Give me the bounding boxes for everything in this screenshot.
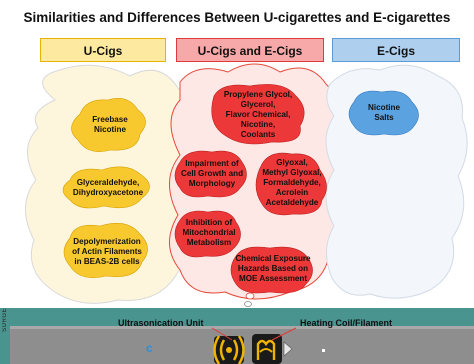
both-blob-5-shape xyxy=(230,246,313,294)
both-blob-4-shape xyxy=(174,210,241,258)
both-blob-3-shape xyxy=(255,152,327,216)
u-blob-3-shape xyxy=(63,223,148,278)
header-e-cigs: E-Cigs xyxy=(332,38,460,62)
white-led-dot xyxy=(322,349,325,352)
heating-coil-label: Heating Coil/Filament xyxy=(300,318,393,328)
both-blob-2-shape xyxy=(174,150,247,198)
device-bar-highlight xyxy=(10,326,474,329)
both-item-mitochondria: Inhibition of Mitochondrial Metabolism xyxy=(182,217,236,248)
heating-coil-icon xyxy=(252,334,293,364)
both-item-cell-growth: Impairment of Cell Growth and Morphology xyxy=(180,158,244,189)
both-item-carbonyls: Glyoxal, Methyl Glyoxal, Formaldehyde, A… xyxy=(262,157,322,208)
ultrasonication-icon xyxy=(213,335,245,364)
header-u-cigs: U-Cigs xyxy=(40,38,166,62)
u-item-freebase-nicotine: Freebase Nicotine xyxy=(92,114,128,134)
ultrasonication-leader xyxy=(211,327,233,341)
bubble-dot-1 xyxy=(245,292,255,300)
u-blob-1-shape xyxy=(71,98,146,152)
blue-glyph: c xyxy=(146,341,153,355)
e-blob-1-shape xyxy=(348,90,419,136)
e-item-nicotine-salts: Nicotine Salts xyxy=(368,102,400,122)
both-blob-1-shape xyxy=(211,84,305,145)
both-item-moe-assessment: Chemical Exposure Hazards Based on MOE A… xyxy=(235,253,311,284)
both-item-ingredients: Propylene Glycol, Glycerol, Flavor Chemi… xyxy=(223,89,293,140)
figure-title: Similarities and Differences Between U-c… xyxy=(23,10,451,25)
ultrasonication-label: Ultrasonication Unit xyxy=(118,318,204,328)
header-both: U-Cigs and E-Cigs xyxy=(176,38,324,62)
bubble-dot-2 xyxy=(244,301,252,307)
u-item-glyceraldehyde: Glyceraldehyde, Dihydroxyacetone xyxy=(72,177,144,197)
side-text: SURGE xyxy=(2,308,8,332)
heating-leader xyxy=(271,327,297,341)
u-blob-2-shape xyxy=(62,166,150,209)
u-item-actin-depolymerization: Depolymerization of Actin Filaments in B… xyxy=(72,236,142,267)
